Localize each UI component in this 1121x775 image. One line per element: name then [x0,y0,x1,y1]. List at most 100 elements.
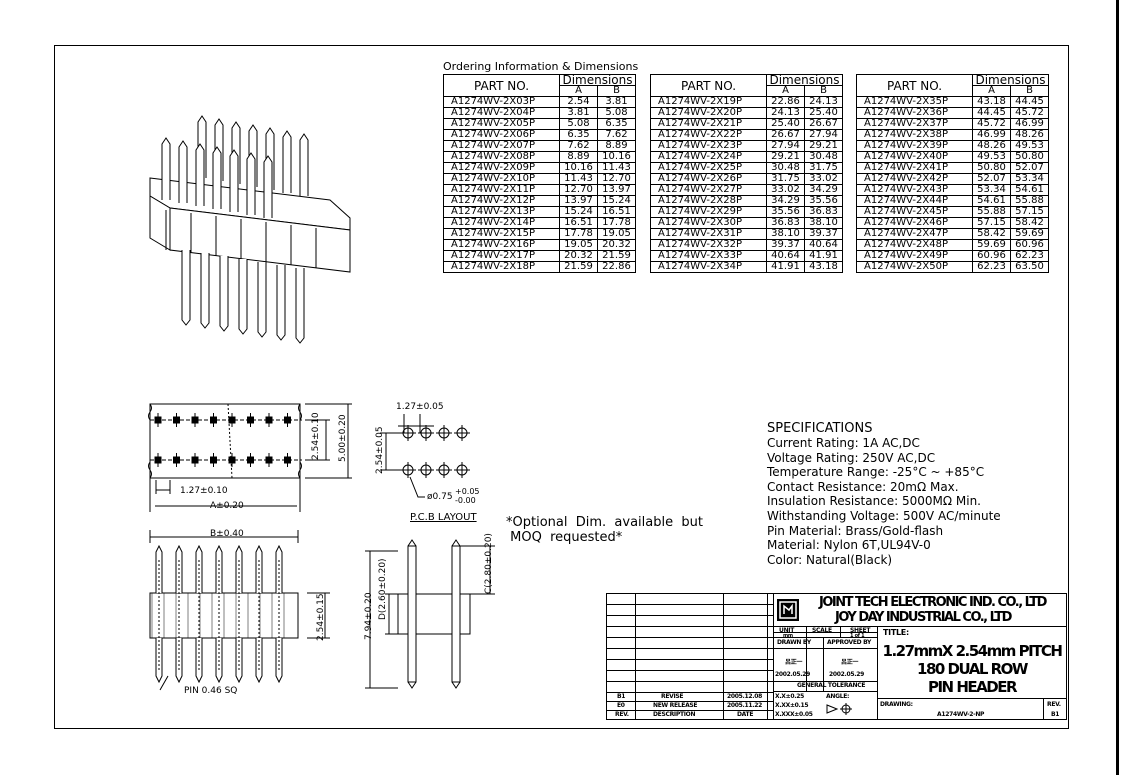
spec-line: Material: Nylon 6T,UL94V-0 [767,538,931,553]
dim-row-label: 2.54±0.10 [311,412,321,460]
pin-header-3d-illustration [149,115,351,344]
rev-header-rev: REV. [615,711,629,718]
unit-label: UNIT [779,627,795,634]
dim-total-label: 7.94±0.20 [364,592,374,640]
dim-d-label: D(2.60±0.20) [378,558,388,620]
drawn-date: 2002.05.29 [775,671,810,678]
spec-line: Contact Resistance: 20mΩ Max. [767,479,959,494]
tolerance-3: X.XXX±0.05 [775,711,813,718]
drawn-by-label: DRAWN BY [777,639,811,646]
dim-b-cell: 52.07 [1010,162,1049,174]
title-label: TITLE: [883,628,909,637]
part-number-cell: A1274WV-2X18P [443,261,560,273]
sheet-label: SHEET [850,627,871,634]
drawing-title-line-1: 1.27mmX 2.54mm PITCH [882,642,1063,660]
dim-b-cell: 22.86 [597,261,636,273]
pin-note-label: PIN 0.46 SQ [184,686,238,696]
dim-c-label: C(2.80±0.20) [484,533,494,594]
specifications-title: SPECIFICATIONS [767,421,873,436]
dim-b-cell: 43.18 [804,261,843,273]
side-view-drawing [365,539,495,689]
approved-by-name: 呂正一 [841,659,859,666]
dim-pitch-label: 1.27±0.10 [180,486,228,496]
rev-value: B1 [1051,711,1060,718]
dim-height-label: 2.54±0.15 [316,593,326,641]
spec-line: Temperature Range: -25°C ~ +85°C [767,465,985,480]
header-part-no: PART NO. [650,74,767,97]
dim-a-cell: 21.59 [559,261,598,273]
header-pin [282,130,292,193]
header-pin [299,133,309,196]
dim-width-label: 5.00±0.20 [338,414,348,462]
pcb-tol-plus: +0.05 [455,487,480,496]
pcb-row-label: 2.54±0.05 [375,426,385,474]
dim-a-label: A±0.20 [210,501,244,511]
dim-b-cell: 15.24 [597,195,636,207]
drawing-no-label: DRAWING: [880,701,913,708]
scale-label: SCALE [812,627,832,634]
angle-label: ANGLE: [826,693,850,700]
drawn-by-name: 呂正一 [785,659,803,666]
dim-b-cell: 63.50 [1010,261,1049,273]
optional-note: *Optional Dim. available but MOQ request… [506,515,703,545]
pcb-hole-label: ø0.75 [427,492,453,502]
rev-row-2-date: 2005.11.22 [727,702,762,709]
approved-by-label: APPROVED BY [827,639,872,646]
specifications-list: Current Rating: 1A AC,DC Voltage Rating:… [767,436,1001,567]
drawing-sheet-border [54,45,1069,729]
pcb-layout-drawing [380,414,470,498]
rev-header-desc: DESCRIPTION [653,711,696,718]
tolerance-2: X.XX±0.15 [775,702,809,709]
title-block: B1 REVISE 2005.12.08 E0 NEW RELEASE 2005… [606,593,1067,720]
spec-line: Withstanding Voltage: 500V AC/minute [767,508,1001,523]
drawing-no-value: A1274WV-2-NP [937,711,985,718]
spec-line: Current Rating: 1A AC,DC [767,436,920,450]
sheet-value: 1 of 1 [850,633,865,639]
spec-line: Insulation Resistance: 5000MΩ Min. [767,494,981,509]
dim-b-cell: 20.32 [597,239,636,251]
spec-line: Voltage Rating: 250V AC,DC [767,450,936,465]
drawing-title-line-2: 180 DUAL ROW [917,660,1028,678]
company-name-1: JOINT TECH ELECTRONIC IND. CO., LTD [819,595,1047,610]
rev-row-2-rev: E0 [617,702,625,709]
dim-b-cell: 19.05 [597,228,636,240]
window-right-border [1116,0,1119,775]
ordering-title: Ordering Information & Dimensions [443,60,639,73]
general-tolerance-label: GENERAL TOLERANCE [797,682,866,689]
approved-date: 2002.05.29 [829,671,864,678]
dim-b-label: B±0.40 [210,529,244,539]
pcb-layout-title: P.C.B LAYOUT [410,512,477,523]
spec-line: Color: Natural(Black) [767,552,893,567]
rev-label: REV. [1047,701,1061,708]
rev-header-date: DATE [737,711,754,718]
